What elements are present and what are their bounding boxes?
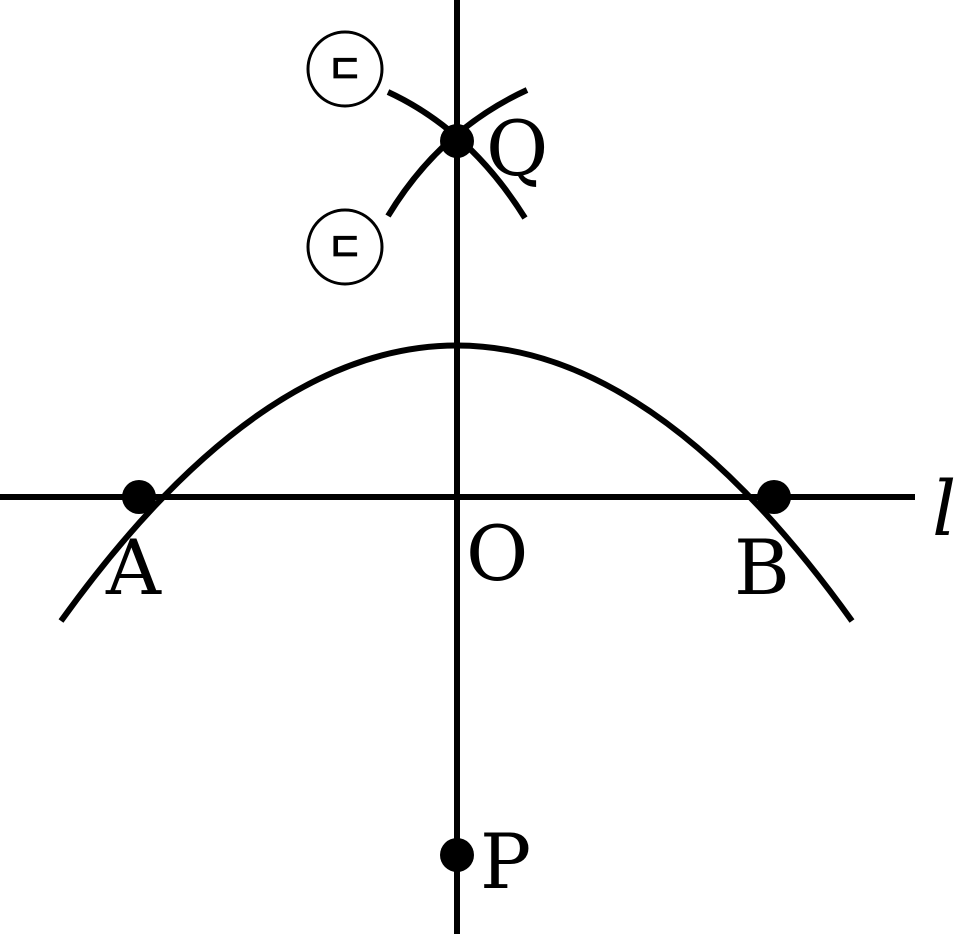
point-q-dot	[440, 124, 474, 158]
point-p-dot	[440, 838, 474, 872]
point-b-label: B	[734, 523, 790, 612]
arc-marker-upper: ㄷ	[327, 47, 364, 93]
point-b-dot	[757, 480, 791, 514]
point-o-label: O	[466, 509, 528, 598]
line-l-label: l	[932, 464, 956, 553]
point-a-label: A	[105, 523, 162, 612]
point-q-label: Q	[486, 104, 548, 193]
arc-marker-upper-ring	[306, 30, 384, 108]
arc-marker-lower: ㄷ	[327, 225, 364, 271]
point-a-dot	[122, 480, 156, 514]
point-p-label: P	[480, 817, 531, 906]
arc-marker-lower-ring	[306, 208, 384, 286]
arc-centered-p	[58, 342, 855, 623]
